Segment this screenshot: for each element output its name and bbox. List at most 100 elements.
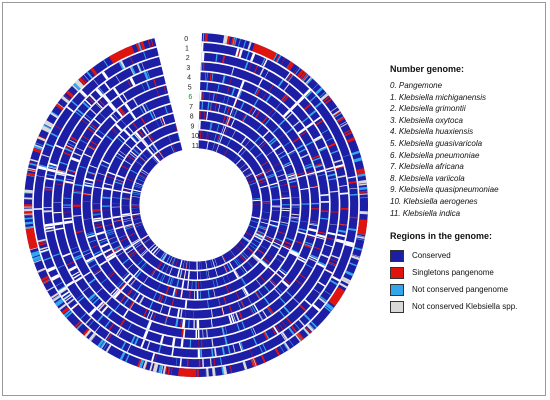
not-conserved-pangenome-segment [201,101,204,110]
not-conserved-klebsiella-segment [212,367,215,377]
not-conserved-klebsiella-segment [149,311,154,320]
not-conserved-klebsiella-segment [149,362,154,372]
singleton-segment [256,173,264,178]
gap-segment [120,283,128,291]
not-conserved-pangenome-segment [158,344,162,354]
not-conserved-pangenome-segment [240,253,247,260]
gap-segment [116,109,123,118]
gap-segment [148,243,156,250]
gap-segment [109,102,117,111]
not-conserved-pangenome-segment [231,108,235,117]
not-conserved-klebsiella-segment [141,62,145,71]
gap-segment [127,126,134,134]
singleton-segment [129,56,134,65]
not-conserved-pangenome-segment [334,112,342,118]
not-conserved-klebsiella-segment [359,193,368,195]
gap-segment [73,273,81,279]
singleton-segment [121,165,129,170]
singleton-segment [243,169,251,175]
not-conserved-klebsiella-segment [214,258,218,267]
not-conserved-klebsiella-segment [140,249,148,256]
not-conserved-pangenome-segment [45,143,54,148]
not-conserved-pangenome-segment [141,83,146,92]
singleton-segment [344,131,353,137]
singleton-segment [306,235,315,239]
singleton-segment [275,273,283,280]
not-conserved-pangenome-segment [283,343,289,351]
singleton-segment [223,296,227,305]
gap-segment [124,245,132,251]
not-conserved-pangenome-segment [286,290,293,298]
not-conserved-pangenome-segment [106,230,115,234]
not-conserved-klebsiella-segment [154,364,159,373]
gap-segment [112,215,121,219]
not-conserved-klebsiella-segment [53,202,62,203]
not-conserved-pangenome-segment [285,127,293,134]
not-conserved-pangenome-segment [202,33,204,42]
not-conserved-pangenome-segment [99,340,106,349]
not-conserved-pangenome-segment [166,276,171,285]
not-conserved-klebsiella-segment [82,286,90,293]
gap-segment [71,271,80,277]
gap-segment [262,130,270,138]
singleton-segment [305,326,312,334]
gap-segment [147,147,154,155]
singleton-segment [157,293,161,302]
gap-segment [251,216,260,220]
gap-segment [270,220,279,223]
gap-segment [103,248,112,254]
gap-segment [255,235,263,240]
gap-segment [99,260,108,267]
not-conserved-klebsiella-swatch [390,300,404,313]
not-conserved-pangenome-segment [121,198,130,200]
gap-segment [80,89,88,98]
not-conserved-pangenome-segment [88,239,97,243]
singleton-segment [222,115,226,124]
gap-segment [135,132,142,140]
region-item-conserved: Conserved [390,247,548,264]
genome-item: 3. Klebsiella oxytoca [390,115,463,125]
not-conserved-pangenome-segment [177,132,180,141]
singleton-segment [248,307,254,315]
not-conserved-pangenome-segment [253,98,259,106]
not-conserved-pangenome-segment [217,297,221,306]
gap-segment [277,150,285,156]
gap-segment [153,155,160,163]
not-conserved-klebsiella-segment [142,360,148,370]
singleton-segment [119,237,128,242]
not-conserved-pangenome-segment [257,230,265,235]
not-conserved-klebsiella-segment [352,254,361,258]
not-conserved-pangenome-segment [212,142,215,151]
gap-segment [273,144,282,151]
singleton-segment [277,231,286,235]
not-conserved-pangenome-segment [282,161,291,167]
not-conserved-pangenome-segment [238,38,241,47]
not-conserved-pangenome-segment [97,129,105,136]
not-conserved-pangenome-segment [301,116,309,123]
gap-segment [96,231,105,236]
gap-segment [260,221,269,225]
not-conserved-pangenome-segment [271,198,281,200]
gap-segment [214,268,218,277]
singleton-segment [198,339,200,348]
gap-segment [237,147,244,154]
singleton-segment [274,347,281,356]
not-conserved-klebsiella-segment [61,96,70,104]
gap-segment [140,339,146,348]
gap-segment [197,140,199,149]
not-conserved-pangenome-segment [75,111,83,118]
ring-label-0: 0 [184,36,188,43]
gap-segment [241,137,247,145]
singleton-segment [293,66,299,74]
gap-segment [135,145,142,152]
singleton-segment [322,96,330,103]
singleton-segment [144,238,151,244]
singleton-segment [172,144,176,153]
gap-segment [233,270,239,279]
gap-segment [198,120,201,130]
not-conserved-pangenome-segment [87,259,95,264]
not-conserved-pangenome-segment [213,133,217,142]
not-conserved-pangenome-segment [353,246,363,251]
not-conserved-klebsiella-segment [24,206,33,208]
gap-segment [94,133,103,140]
